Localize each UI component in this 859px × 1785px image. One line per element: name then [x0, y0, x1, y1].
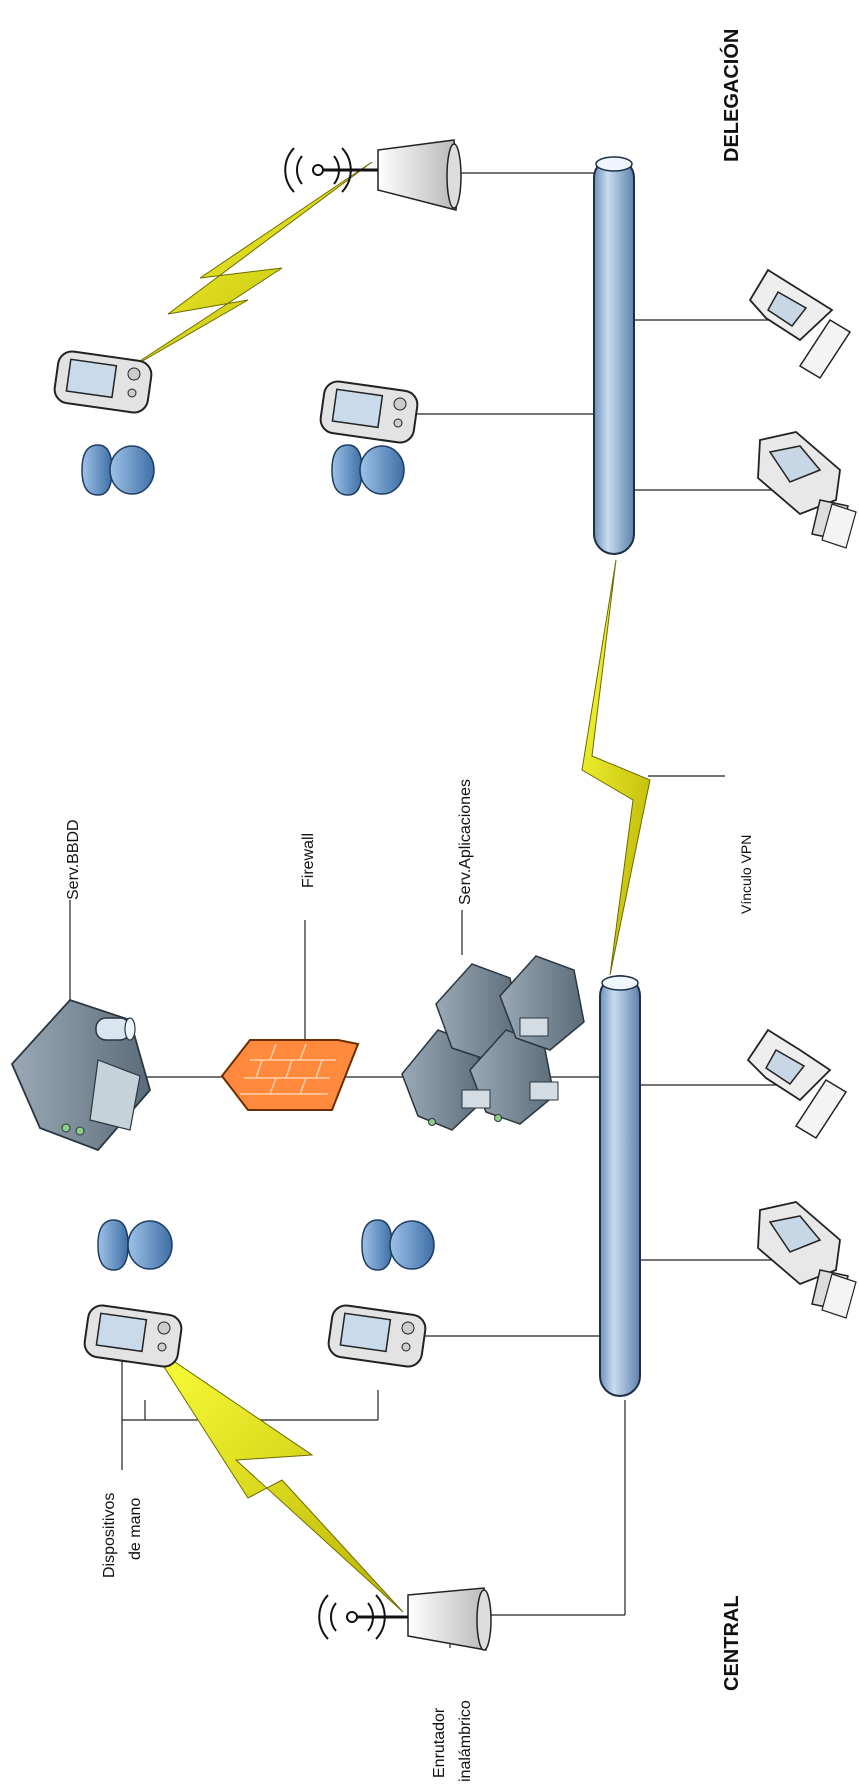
user-icon-central-1 — [98, 1220, 172, 1270]
label-firewall: Firewall — [300, 833, 317, 888]
wireless-link-central — [150, 1345, 403, 1612]
vpn-link — [582, 560, 650, 975]
firewall-icon — [222, 1040, 358, 1110]
antenna-icon-delegacion — [285, 140, 461, 210]
pc-tower-icon-central — [758, 1202, 856, 1318]
user-icon-central-2 — [362, 1220, 434, 1270]
pda-icon-delegacion-2 — [319, 380, 419, 445]
label-serv-bbdd: Serv.BBDD — [65, 819, 82, 900]
user-icon-delegacion-2 — [332, 445, 404, 495]
monitor-icon-central — [748, 1030, 846, 1138]
label-dispositivos-line2: de mano — [127, 1498, 144, 1560]
label-central: CENTRAL — [721, 1595, 743, 1691]
label-serv-aplicaciones: Serv.Aplicaciones — [457, 779, 474, 905]
labels: DELEGACIÓN CENTRAL Serv.BBDD Firewall Se… — [65, 29, 754, 1782]
pda-icon-delegacion-1 — [53, 350, 153, 415]
pc-tower-icon-delegacion — [758, 432, 856, 548]
monitor-icon-delegacion — [750, 270, 850, 378]
wireless-link-delegacion — [120, 162, 372, 374]
label-vinculo-vpn: Vínculo VPN — [738, 835, 754, 914]
label-enrutador-line1: Enrutador — [431, 1707, 448, 1778]
wires — [70, 173, 790, 1648]
server-icon-bbdd — [12, 1000, 150, 1150]
pda-icon-central-2 — [327, 1304, 427, 1369]
label-dispositivos-line1: Dispositivos — [101, 1493, 118, 1578]
pda-icon-central-1 — [83, 1304, 183, 1369]
backbone-delegacion — [594, 157, 634, 554]
antenna-icon-central — [319, 1588, 491, 1650]
label-enrutador-line2: inalámbrico — [457, 1700, 474, 1782]
label-delegacion: DELEGACIÓN — [719, 29, 743, 162]
server-icon-apps — [402, 956, 584, 1130]
user-icon-delegacion-1 — [82, 445, 154, 495]
backbone-central — [600, 976, 640, 1396]
